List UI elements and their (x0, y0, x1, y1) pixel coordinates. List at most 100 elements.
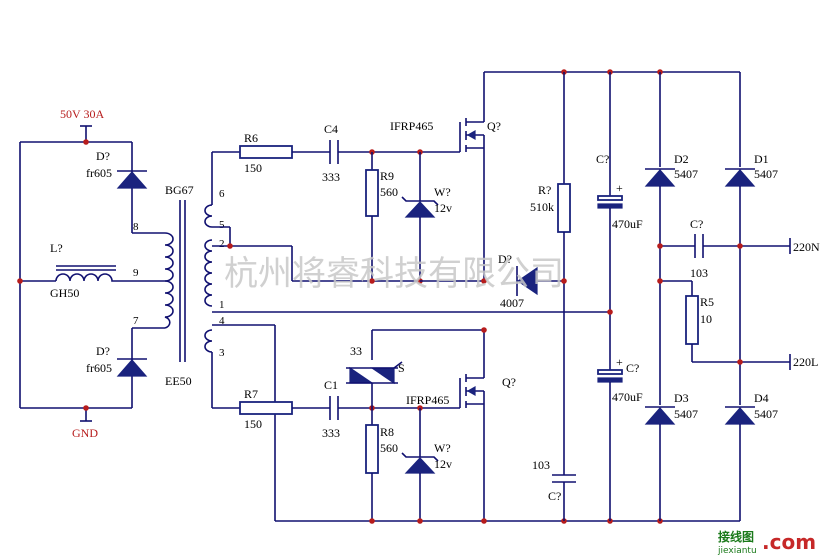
diode-d4 (724, 406, 756, 425)
capacitor-value: 470uF (612, 217, 643, 231)
junction-dot (657, 243, 663, 249)
junction-dot (83, 139, 89, 145)
pin-label: 5 (219, 219, 225, 231)
resistor-value: 150 (244, 161, 262, 175)
mosfet-part: IFRP465 (390, 119, 433, 133)
pin-label: 9 (133, 267, 139, 279)
output-l-label: 220L (793, 355, 818, 369)
diode-fr605-bottom (116, 358, 148, 377)
mosfet-ref: Q? (487, 119, 501, 133)
capacitor-value: 333 (322, 170, 340, 184)
junction-dot (481, 278, 487, 284)
site-logo: 接线图 jiexiantu .com (717, 529, 816, 556)
diode-d2 (644, 168, 676, 187)
mosfet-upper (459, 72, 485, 281)
junction-dot (481, 327, 487, 333)
zener-value: 12v (434, 457, 452, 471)
capacitor-value: 103 (532, 458, 550, 472)
capacitor-ref: C? (626, 361, 639, 375)
diode-ref: D1 (754, 152, 769, 166)
logo-dot-com: .com (762, 530, 816, 554)
resistor-value: 510k (530, 200, 554, 214)
resistor-ref: R5 (700, 295, 714, 309)
capacitor-value: 333 (322, 426, 340, 440)
zener-ref: W? (434, 441, 451, 455)
diode-ref: D? (96, 149, 110, 163)
diode-value: fr605 (86, 166, 112, 180)
transformer-ref: BG67 (165, 183, 194, 197)
diode-value: 5407 (754, 167, 778, 181)
gnd-label: GND (72, 426, 98, 440)
pin-label: 4 (219, 315, 225, 327)
capacitor-ref: C4 (324, 122, 338, 136)
junction-dot (481, 518, 487, 524)
transformer-core: EE50 (165, 374, 192, 388)
mosfet-ref: Q? (502, 375, 516, 389)
svg-text:+: + (616, 355, 623, 369)
capacitor-c4 (329, 140, 339, 164)
pin-label: 8 (133, 221, 139, 233)
capacitor-ref: C? (596, 152, 609, 166)
capacitor-value: 470uF (612, 390, 643, 404)
resistor-r5 (685, 295, 699, 345)
diode-fr605-top (116, 170, 148, 189)
resistor-r6 (239, 145, 293, 159)
resistor-ref: R6 (244, 131, 258, 145)
diode-ref: D? (96, 344, 110, 358)
inductor-value: GH50 (50, 286, 79, 300)
resistor-ref: R9 (380, 169, 394, 183)
output-n-label: 220N (793, 240, 820, 254)
diode-ref: D3 (674, 391, 689, 405)
capacitor-value: 103 (690, 266, 708, 280)
resistor-value: 10 (700, 312, 712, 326)
junction-dot (417, 518, 423, 524)
diode-value: 5407 (754, 407, 778, 421)
junction-dot (561, 278, 567, 284)
logo-cn: 接线图 (718, 529, 754, 544)
resistor-r9 (365, 169, 379, 217)
pin-label: 2 (219, 238, 225, 250)
junction-dot (83, 405, 89, 411)
logo-en: jiexiantu (717, 546, 757, 556)
resistor-ref: R7 (244, 387, 258, 401)
inductor-ref: L? (50, 241, 63, 255)
capacitor-103-lower (552, 474, 576, 483)
resistor-value: 560 (380, 185, 398, 199)
vin-label: 50V 30A (60, 107, 104, 121)
watermark: 杭州将睿科技有限公司 (224, 254, 564, 294)
zener-ref: W? (434, 185, 451, 199)
svg-text:+: + (616, 181, 623, 195)
resistor-bleed (557, 183, 571, 233)
junction-dot (607, 309, 613, 315)
mosfet-part: IFRP465 (406, 393, 449, 407)
junction-dot (227, 243, 233, 249)
resistor-ref: R? (538, 183, 551, 197)
resistor-r8 (365, 424, 379, 474)
junction-dot (737, 359, 743, 365)
inductor-gh50 (55, 265, 116, 282)
pin-label: 3 (219, 347, 225, 359)
junction-dot (17, 278, 23, 284)
resistor-ref: R8 (380, 425, 394, 439)
sidac-ref: S (398, 361, 405, 375)
transformer-bg67 (164, 200, 213, 362)
pin-label: 7 (133, 315, 139, 327)
junction-dot (737, 243, 743, 249)
diode-value: 4007 (500, 296, 524, 310)
secondary-wiring (211, 151, 610, 521)
capacitor-ref: C1 (324, 378, 338, 392)
zener-value: 12v (434, 201, 452, 215)
resistor-r7 (239, 401, 293, 415)
junction-dot (369, 278, 375, 284)
diode-value: fr605 (86, 361, 112, 375)
diode-d1 (724, 168, 756, 187)
diode-ref: D? (498, 252, 512, 266)
capacitor-c1 (329, 396, 339, 420)
junction-dot (657, 278, 663, 284)
pin-label: 6 (219, 188, 225, 200)
diode-value: 5407 (674, 407, 698, 421)
capacitor-103-output (694, 234, 704, 258)
sidac-s (346, 361, 403, 385)
capacitor-ref: C? (548, 489, 561, 503)
